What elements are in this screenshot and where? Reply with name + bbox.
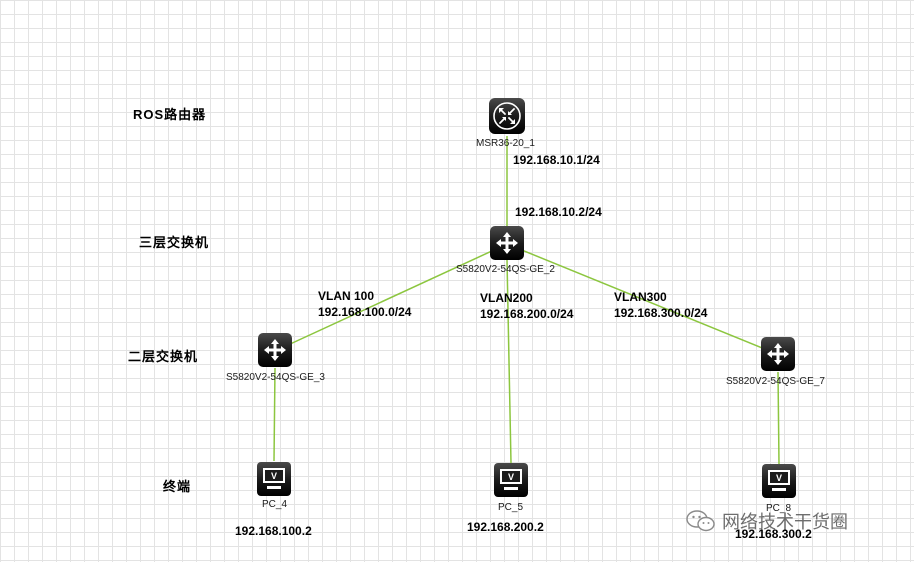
vlan100-label: VLAN 100 192.168.100.0/24 <box>318 288 411 320</box>
pc4-ip: 192.168.100.2 <box>235 524 312 538</box>
monitor-icon[interactable]: V <box>494 463 528 497</box>
wechat-icon <box>686 510 715 532</box>
vlan200-subnet: 192.168.200.0/24 <box>480 307 574 321</box>
vlan300-subnet: 192.168.300.0/24 <box>614 306 708 320</box>
svg-text:V: V <box>271 471 277 481</box>
link-core-access-left <box>274 243 508 352</box>
watermark: 网络技术干货圈 <box>686 508 848 534</box>
device-name-access-right: S5820V2-54QS-GE_7 <box>726 376 825 387</box>
watermark-text: 网络技术干货圈 <box>722 512 848 532</box>
vlan300-label: VLAN300 192.168.300.0/24 <box>614 289 707 321</box>
pc8-ip: 192.168.300.2 <box>735 527 812 541</box>
vlan100-name: VLAN 100 <box>318 289 375 303</box>
switch-icon[interactable] <box>761 337 795 371</box>
layer-label-l3-switch: 三层交换机 <box>139 235 210 250</box>
vlan200-name: VLAN200 <box>480 291 533 305</box>
device-name-pc8: PC_8 <box>766 503 792 514</box>
monitor-icon[interactable]: V <box>762 464 796 498</box>
layer-label-terminal: 终端 <box>163 479 192 494</box>
vlan300-name: VLAN300 <box>614 290 667 304</box>
svg-text:V: V <box>776 473 782 483</box>
device-name-pc4: PC_4 <box>262 499 288 510</box>
device-name-access-left: S5820V2-54QS-GE_3 <box>226 372 325 383</box>
svg-text:V: V <box>508 472 514 482</box>
link-access-right-pc8 <box>777 371 780 465</box>
vlan100-subnet: 192.168.100.0/24 <box>318 305 412 319</box>
monitor-icon[interactable]: V <box>257 462 291 496</box>
device-name-router: MSR36-20_1 <box>476 138 535 149</box>
links <box>273 136 780 465</box>
pc5-ip: 192.168.200.2 <box>467 520 544 534</box>
layer-label-l2-switch: 二层交换机 <box>128 349 199 364</box>
switch-icon[interactable] <box>258 333 292 367</box>
router-icon[interactable] <box>489 98 525 134</box>
vlan200-label: VLAN200 192.168.200.0/24 <box>480 290 573 322</box>
core-uplink-ip: 192.168.10.2/24 <box>515 205 602 219</box>
link-core-access-right <box>506 243 778 355</box>
link-core-pc5 <box>506 259 512 464</box>
device-name-pc5: PC_5 <box>498 502 524 513</box>
device-name-core-switch: S5820V2-54QS-GE_2 <box>456 264 555 275</box>
layer-label-router: ROS路由器 <box>133 107 207 122</box>
switch-icon[interactable] <box>490 226 524 260</box>
link-access-left-pc4 <box>273 367 276 462</box>
router-interface-ip: 192.168.10.1/24 <box>513 153 600 167</box>
